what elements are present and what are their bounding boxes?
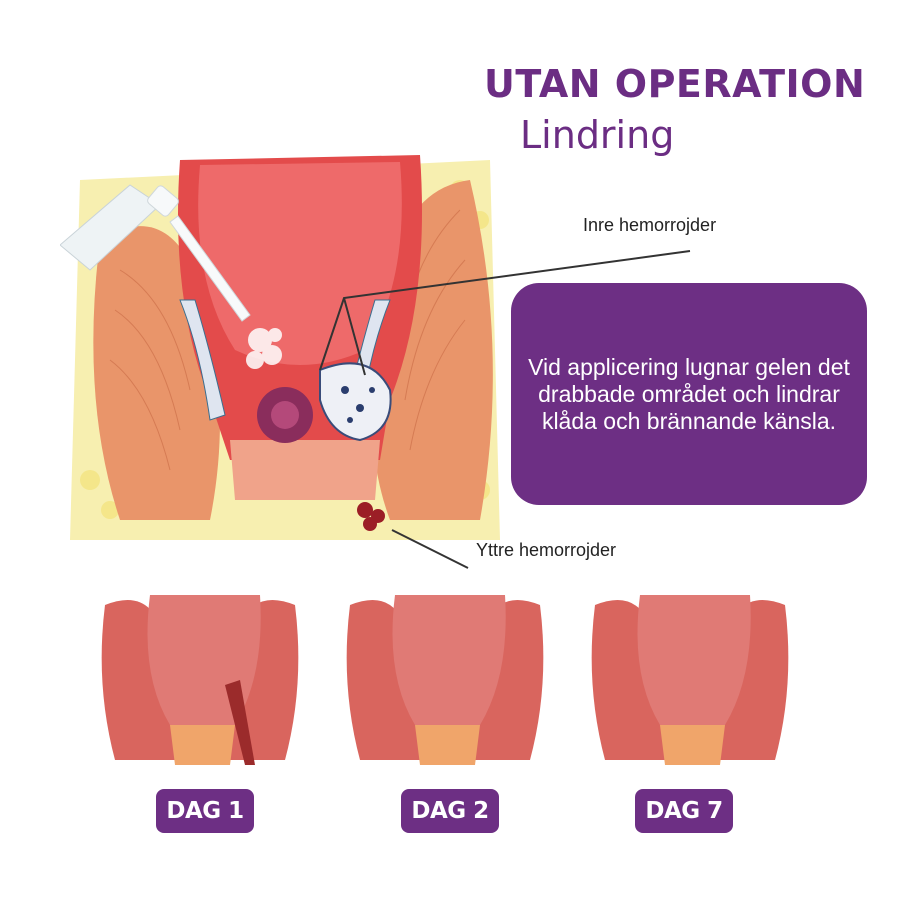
page-title: UTAN OPERATION <box>484 62 866 106</box>
inner-hemorrhoids-label: Inre hemorrojder <box>583 215 717 235</box>
day-badge-1: DAG 1 <box>156 789 254 833</box>
day-badge-7: DAG 7 <box>635 789 733 833</box>
callout-text: Vid applicering lugnar gelen det drabbad… <box>528 353 850 434</box>
day-badge-2: DAG 2 <box>401 789 499 833</box>
stage-illustration-day7 <box>591 595 789 765</box>
outer-hemorrhoids-label: Yttre hemorrojder <box>476 540 617 560</box>
page-subtitle: Lindring <box>520 113 675 157</box>
stage-illustration-day2 <box>346 595 544 765</box>
stage-illustration-day1 <box>101 595 299 765</box>
info-callout: Vid applicering lugnar gelen det drabbad… <box>511 283 867 505</box>
anatomy-illustration <box>60 155 500 540</box>
